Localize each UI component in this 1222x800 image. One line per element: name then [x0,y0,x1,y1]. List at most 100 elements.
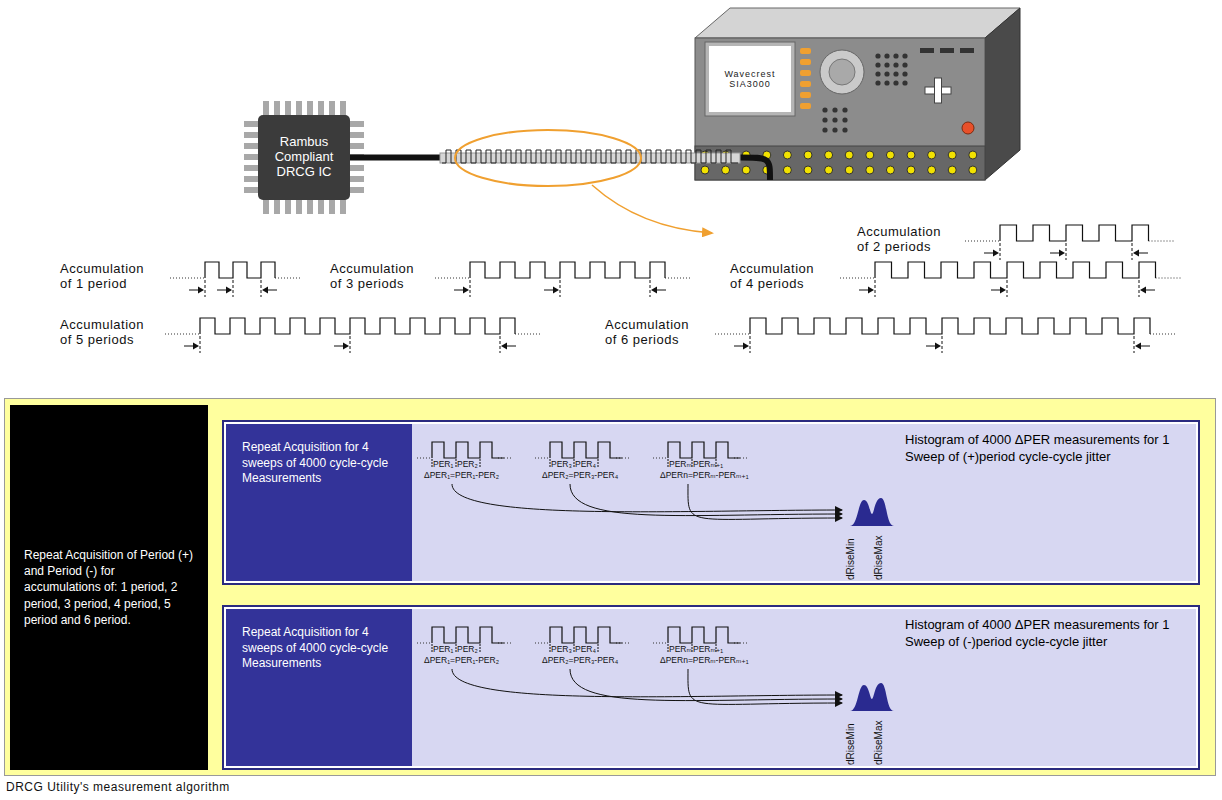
summary-box: Repeat Acquisition of Period (+) and Per… [10,405,208,770]
chip-pin [349,143,364,149]
marker-arrow [198,287,204,294]
chip-pin [349,121,364,127]
callout-arrow [592,185,712,233]
marker-arrow [1000,287,1006,294]
chip-pin [263,101,269,116]
period-tick [574,644,575,652]
chip-pin [318,101,324,116]
time-marker [1066,243,1067,260]
key-button [875,62,880,67]
dotted-lead [965,241,1000,242]
period-tick [432,459,433,467]
signal-label: PER₂ [457,460,478,470]
key-button [884,62,889,67]
signal-label: PER₁ [433,645,453,655]
instrument-top [695,8,1020,38]
period-tick [456,459,457,467]
key-button [832,117,837,122]
time-marker [200,336,201,353]
key-button [902,71,907,76]
period-tick [598,644,599,652]
time-marker [500,336,501,353]
display-frame [705,42,795,116]
orange-button [800,81,811,87]
marker-arrow [501,343,507,350]
dotted-lead [170,278,205,279]
time-marker [1134,336,1135,353]
marker-arrow [1059,250,1065,257]
chip-pin [244,165,259,171]
connector-port [866,166,874,174]
histogram [850,683,894,711]
connector-port [948,166,956,174]
key-button [842,107,847,112]
waveform-label: Accumulation of 2 periods [857,225,952,255]
data-arrow [570,484,842,516]
marker-arrow [1140,287,1146,294]
chip-pin [318,199,324,214]
marker-arrow [553,287,559,294]
dotted-lead [275,278,300,279]
period-tick [480,644,481,652]
period-tick [550,644,551,652]
orange-button [800,103,811,109]
key-button [822,107,827,112]
chip-pin [285,199,291,214]
node-text: Histogram of 4000 ΔPER measurements for … [905,617,1190,651]
dotted-lead [1156,278,1181,279]
signal-label: ΔPER₂=PER₃-PER₄ [542,656,618,666]
cable-section [440,153,740,163]
node-text: Repeat Acquisition for 4 sweeps of 4000 … [242,440,398,487]
key-button [842,127,847,132]
chip-pin [244,143,259,149]
instrument-side [985,8,1020,180]
square-wave [750,318,1150,334]
period-tick [480,459,481,467]
marker-arrow [506,346,516,347]
node-text: Histogram of 4000 ΔPER measurements for … [905,432,1190,466]
orange-button [800,92,811,98]
key-button [884,71,889,76]
square-wave [432,627,504,643]
key-button [875,80,880,85]
orange-button [800,59,811,65]
chip-pin [329,199,335,214]
marker-arrow [463,287,469,294]
signal-label: PER₄ [575,645,596,655]
chip-pin [340,101,346,116]
connector-port [907,151,915,159]
key-button [940,48,954,53]
connector-port [866,151,874,159]
node-text: Repeat Acquisition of Period (+) and Per… [24,547,194,628]
signal-label: PER₁ [433,460,453,470]
chip-pin [349,132,364,138]
connector-port [804,151,812,159]
time-marker [942,336,943,353]
axis-label: dRiseMax [874,536,884,580]
data-arrow [688,669,842,704]
chip-pin [263,199,269,214]
signal-label: ΔPERn=PERₘ-PERₘ₊₁ [660,471,749,481]
chip-pin [340,199,346,214]
time-marker [1132,243,1133,260]
signal-label: ΔPERn=PERₘ-PERₘ₊₁ [660,656,749,666]
period-tick [574,459,575,467]
knob [829,59,855,85]
marker-arrow [189,290,199,291]
marker-arrow [991,290,1001,291]
chip-pin [307,199,313,214]
chip-pin [296,199,302,214]
marker-arrow [226,287,232,294]
connector-port [907,166,915,174]
square-wave [205,262,275,278]
chip-pin [244,187,259,193]
time-marker [560,280,561,297]
key-button [893,71,898,76]
key-button [902,53,907,58]
connector-port [928,166,936,174]
key-button [920,48,934,53]
signal-label: PERₘ [669,645,692,655]
connector-port [969,166,977,174]
axis-label: dRiseMin [846,723,856,765]
marker-arrow [334,346,344,347]
